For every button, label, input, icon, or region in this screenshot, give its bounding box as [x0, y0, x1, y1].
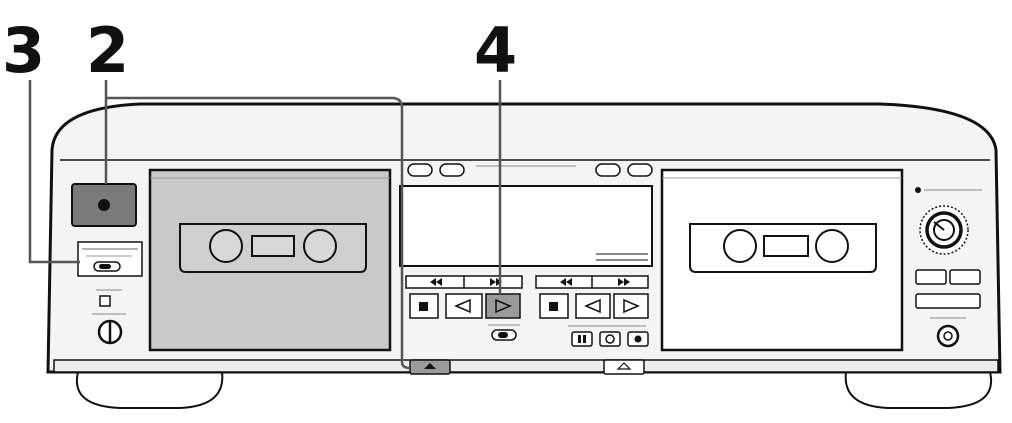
center-button-3[interactable] [595, 163, 621, 177]
rewind-icon[interactable] [430, 278, 442, 286]
foot-right [844, 371, 993, 409]
deck-b-transport [535, 275, 649, 347]
center-button-4[interactable] [627, 163, 653, 177]
stop-icon [419, 302, 428, 311]
play-reverse-icon [584, 298, 601, 314]
deck-feet [75, 371, 993, 409]
center-button-2[interactable] [439, 163, 465, 177]
deck-b-reel-left [723, 229, 757, 263]
pause-button[interactable] [571, 331, 593, 347]
callout-leaders [28, 80, 502, 370]
stop-icon [549, 302, 558, 311]
center-button-1[interactable] [407, 163, 433, 177]
deck-b-eject-button[interactable] [603, 359, 645, 375]
foot-left [75, 371, 224, 409]
display-window [399, 185, 653, 267]
eject-icon [616, 362, 632, 370]
play-forward-icon [495, 298, 512, 314]
deck-a-compartment [148, 168, 392, 352]
switch-icon [99, 264, 111, 269]
deck-a-reel-right [303, 229, 337, 263]
play-reverse-icon [454, 298, 471, 314]
deck-a-transport [405, 275, 523, 341]
fast-forward-icon[interactable] [618, 278, 630, 286]
record-icon [634, 335, 642, 343]
pause-icon [578, 335, 586, 343]
record-icon [98, 199, 110, 211]
leader-2-to-eject [106, 96, 411, 370]
leader-3 [28, 80, 80, 264]
play-reverse-button[interactable] [445, 293, 483, 319]
deck-b-compartment [660, 168, 904, 352]
rewind-icon[interactable] [560, 278, 572, 286]
play-reverse-button[interactable] [575, 293, 611, 319]
callout-3: 3 [2, 14, 45, 87]
center-section [399, 163, 653, 375]
deck-a-reel-left [209, 229, 243, 263]
right-wide-button[interactable] [915, 293, 981, 309]
indicator-square [99, 295, 111, 307]
callout-2: 2 [86, 14, 129, 87]
auto-indicator [915, 187, 921, 193]
right-controls [915, 187, 982, 348]
deck-b-reel-right [815, 229, 849, 263]
play-forward-icon [623, 298, 640, 314]
right-button-1[interactable] [915, 269, 947, 285]
right-button-2[interactable] [949, 269, 981, 285]
left-controls [71, 183, 143, 345]
play-forward-button[interactable] [613, 293, 649, 319]
play-forward-button[interactable] [485, 293, 521, 319]
callout-4: 4 [474, 14, 517, 87]
eject-icon [424, 363, 436, 369]
rec-mute-button[interactable] [599, 331, 621, 347]
